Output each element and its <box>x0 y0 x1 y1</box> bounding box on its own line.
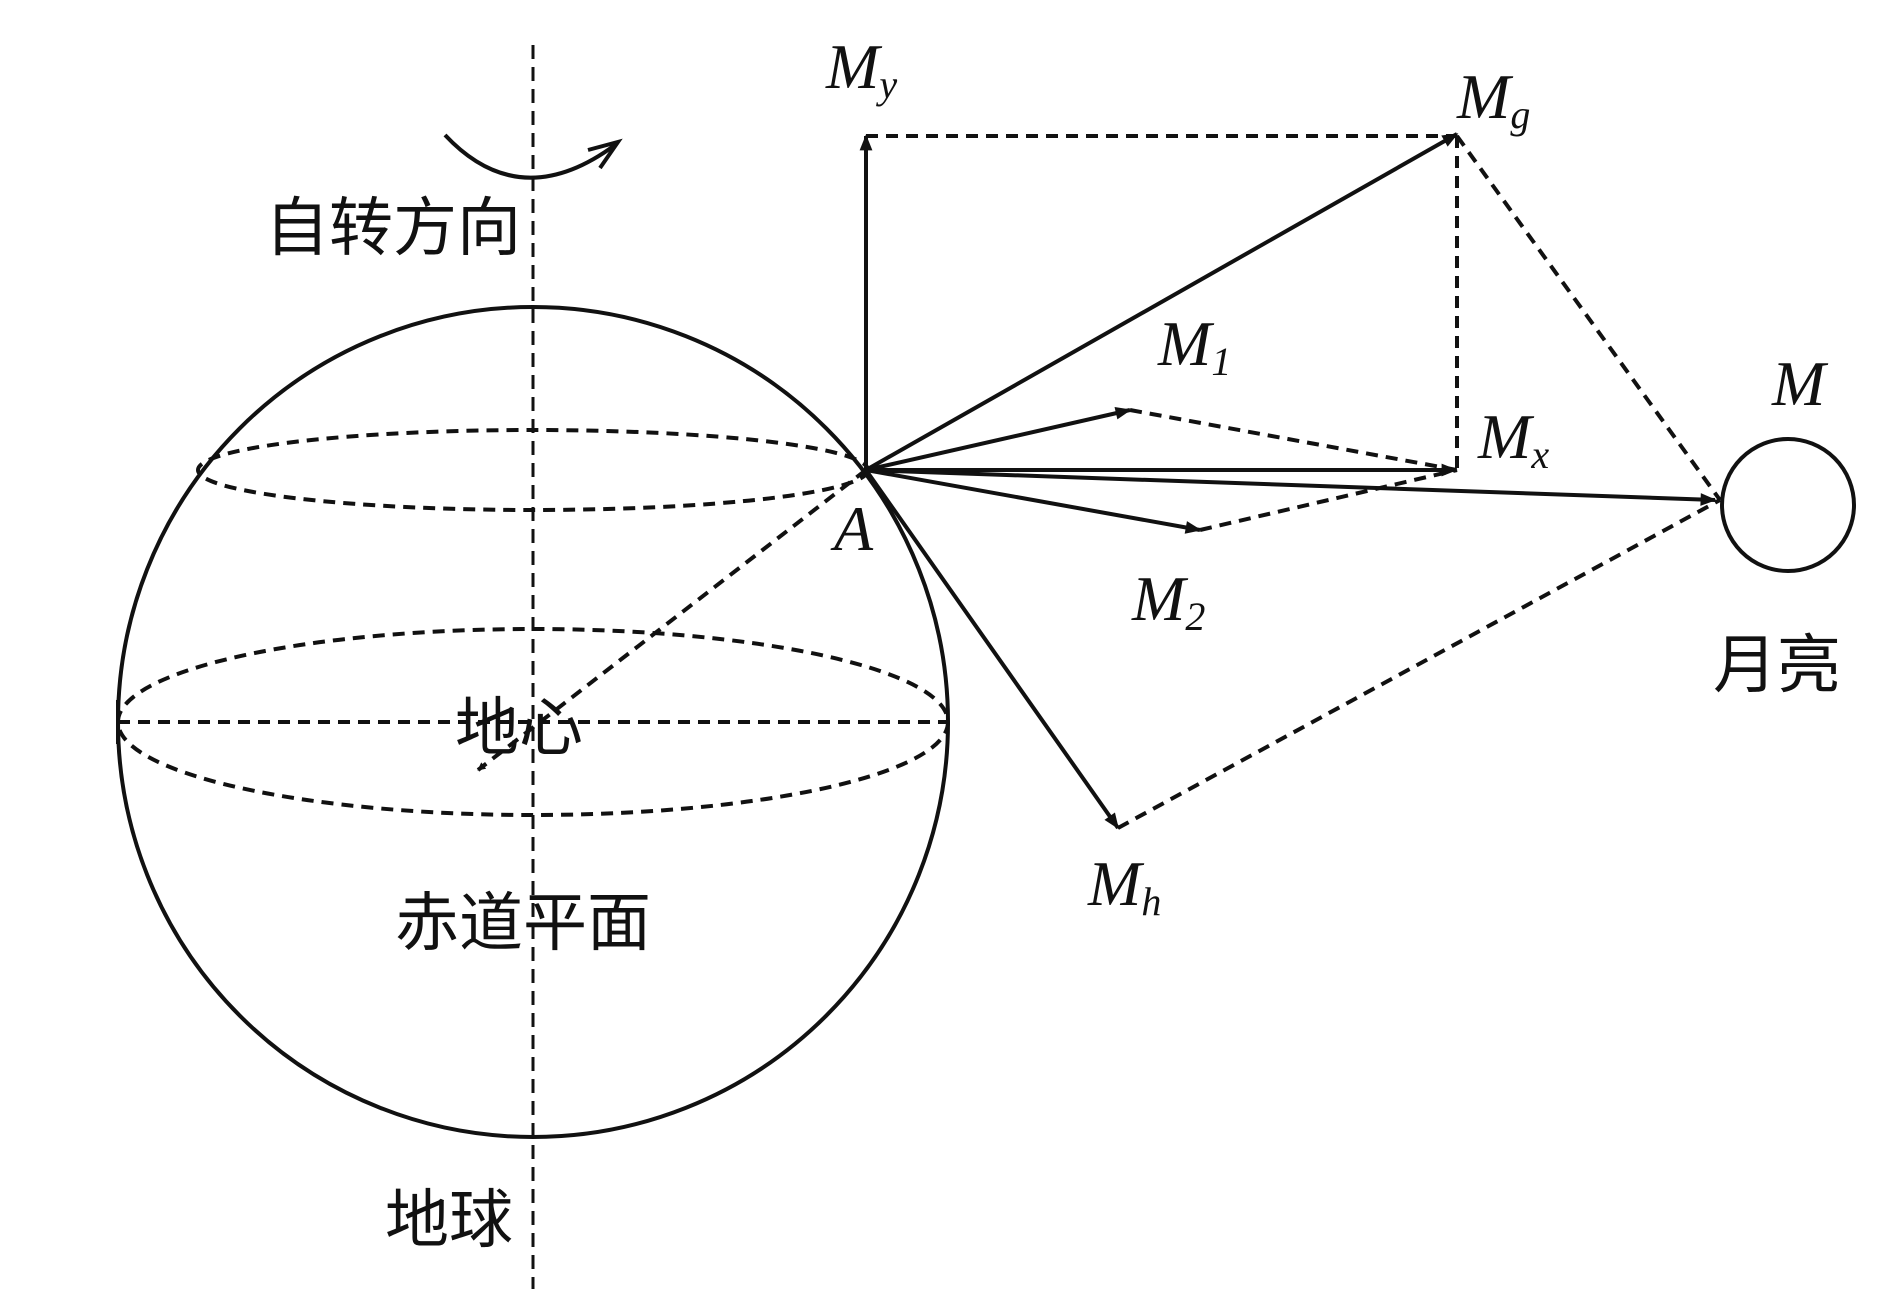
label-vector-mh: Mh <box>1087 848 1161 924</box>
vector-m1-arrow <box>865 406 1132 472</box>
label-vector-m2: M2 <box>1131 563 1205 639</box>
rotation-arrow-icon <box>443 133 617 180</box>
dashed-m1-to-mx <box>1129 408 1458 472</box>
label-vector-m1: M1 <box>1157 308 1231 384</box>
dashed-mg-to-moon <box>1455 134 1722 502</box>
label-vector-mx: Mx <box>1477 401 1549 477</box>
label-moon: 月亮 <box>1713 629 1841 703</box>
label-equatorial-plane: 赤道平面 <box>395 887 651 961</box>
label-earth-center: 地心 <box>455 692 583 766</box>
dashed-mh-to-moon <box>1117 498 1721 830</box>
dashed-m2-to-mx <box>1199 468 1458 532</box>
label-vector-mg: Mg <box>1456 61 1530 137</box>
label-earth: 地球 <box>385 1184 513 1258</box>
label-point-a: A <box>830 493 874 564</box>
vector-m2-arrow <box>865 468 1202 534</box>
label-vector-my: My <box>825 31 897 107</box>
label-rotation-direction: 自转方向 <box>265 192 521 266</box>
line-a-to-center <box>476 468 868 772</box>
moon-circle <box>1720 437 1856 573</box>
vector-am-arrow <box>865 468 1717 506</box>
rotation-arrow-head <box>587 138 623 170</box>
vector-mh-arrow <box>864 468 1120 830</box>
label-moon-symbol: M <box>1771 348 1829 419</box>
vector-mg-arrow <box>865 132 1459 472</box>
